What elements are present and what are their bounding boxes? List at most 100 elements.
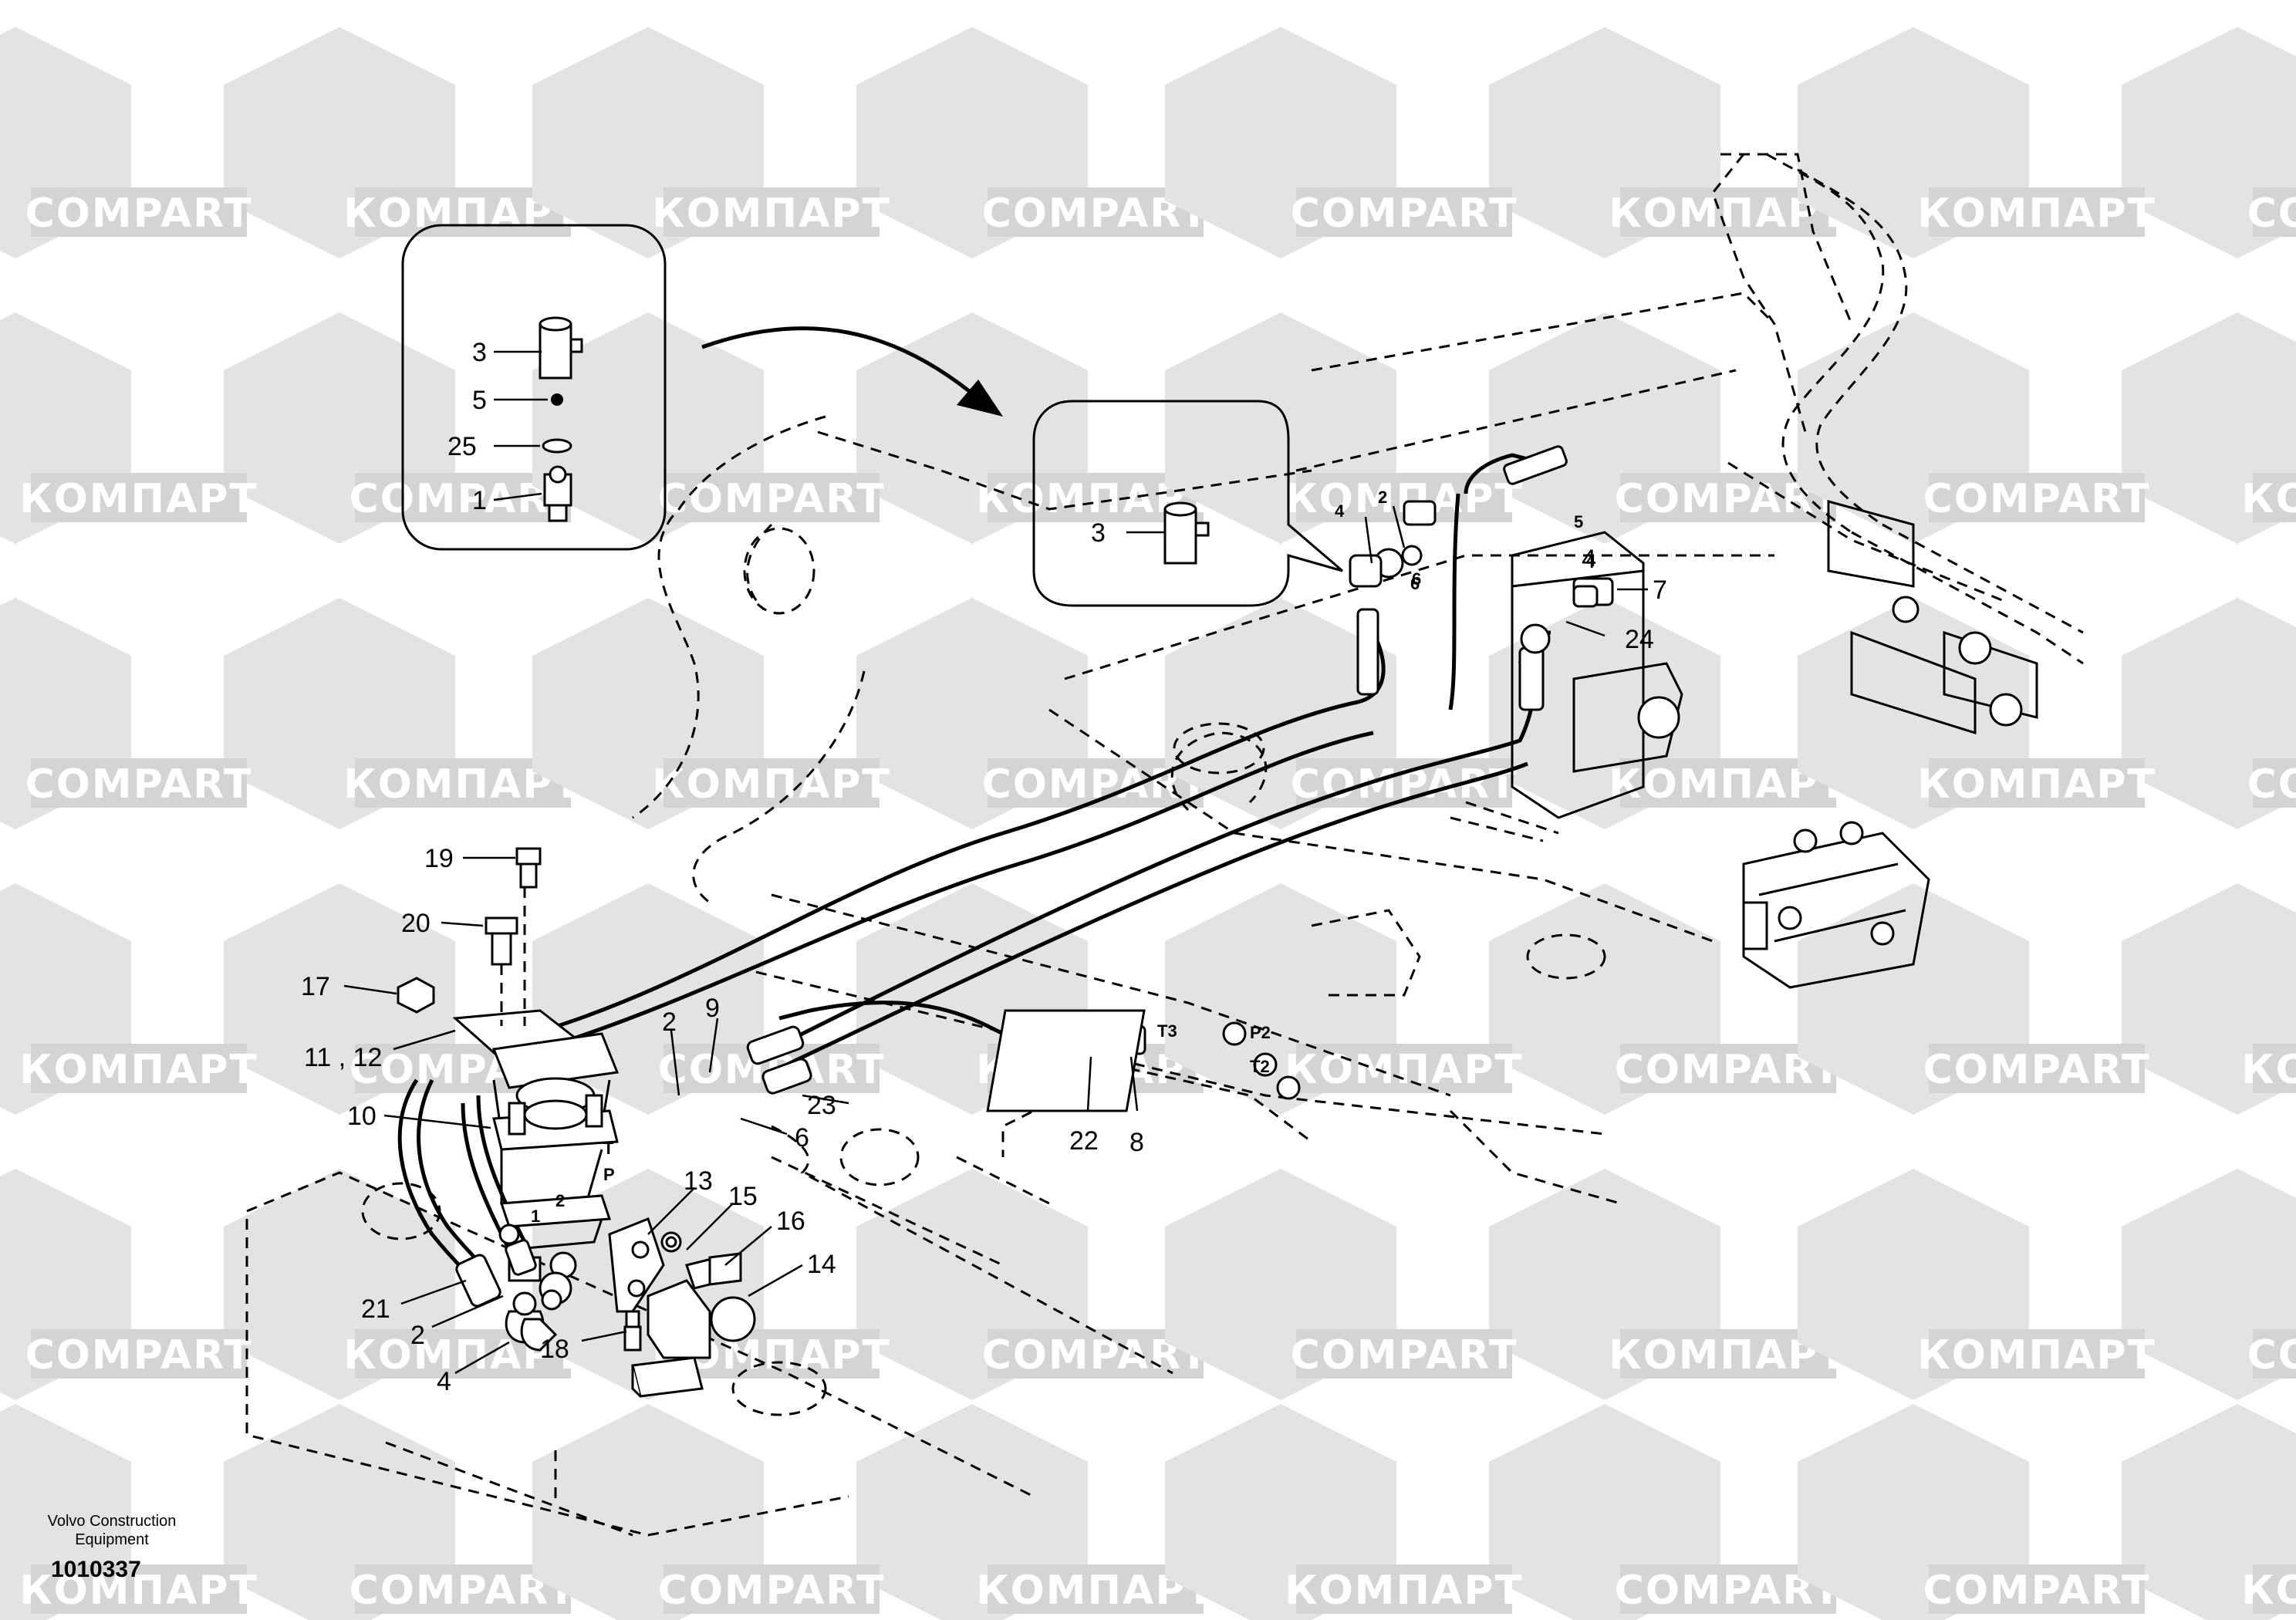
detail-callout: 3 [1091,518,1106,548]
port-label-1: 1 [531,1207,540,1226]
watermark-band [2253,187,2296,237]
part-callout: 7 [1653,575,1667,605]
part-callout: 17 [301,972,330,1001]
port-label-4: 4 [1586,551,1596,570]
watermark-text: COMPART [1923,476,2151,522]
port-label-5: 5 [1574,512,1583,532]
watermark-band [1929,1329,2145,1379]
watermark-band [2253,1564,2296,1614]
watermark-text: КОМПАРТ [1285,1568,1524,1614]
upper-right-pipes [1727,153,2084,735]
inset-callout: 3 [472,338,487,367]
inset-box-top [401,224,667,551]
watermark-band [2253,1329,2296,1379]
watermark-text: COMPART [25,1332,253,1379]
watermark-text: КОМПАРТ [2241,1047,2296,1093]
port-label-6: 6 [1412,569,1421,589]
part-callout: 4 [437,1367,451,1396]
part-callout: 2 [662,1007,677,1037]
port-label-2: 2 [555,1191,565,1210]
manufacturer-line-2: Equipment [75,1531,149,1548]
watermark-text: COMPART [1923,1047,2151,1093]
watermark-text: КОМПАРТ [652,761,891,808]
watermark-band [31,187,247,237]
watermark-band [1296,187,1512,237]
machine-outline [245,153,1853,1537]
part-callout: 2 [410,1321,425,1350]
watermark-text: КОМПАРТ [19,1568,258,1614]
manufacturer-label: Volvo Construction Equipment [31,1512,193,1549]
part-callout: 16 [776,1207,805,1236]
reference-arrow [701,326,1003,417]
watermark-band [1296,1329,1512,1379]
watermark-band [31,1564,247,1614]
watermark-band [31,1329,247,1379]
part-callout: 2 [1378,488,1387,507]
watermark-text: КОМПАРТ [1917,1332,2156,1379]
watermark-band [31,1044,247,1093]
watermark-band [1929,473,2145,522]
pedal-assembly [397,847,620,1352]
watermark-text: COMPART [25,761,253,808]
watermark-band [1929,758,2145,808]
part-callout: 18 [540,1335,569,1364]
watermark-band [31,758,247,808]
port-label-t2: T2 [1250,1057,1270,1076]
watermark-text: COMPART [25,191,253,237]
part-callout: 6 [795,1123,809,1153]
watermark-band [663,758,880,808]
watermark-text: КОМПАРТ [1285,1047,1524,1093]
watermark-layer: COMPART КОМПАРТ КОМПАРТ COMPART COMPART КОМПА… [0,27,2296,1620]
bracket-assembly [608,1217,756,1398]
watermark-text: КОМПАРТ [1917,761,2156,808]
watermark-text: COMPART [658,476,886,522]
part-callout: 4 [1335,501,1345,521]
port-labels: T P 1 2 T3 P2 T2 5 4 6 [531,512,1596,1226]
watermark-text: COMPART [1923,1568,2151,1614]
inset-callout: 1 [472,486,487,515]
inset-box-detail [1032,400,1343,607]
watermark-text: COMPART [2247,761,2296,808]
part-callout: 6 [1410,574,1420,593]
port-label-p: P [603,1165,615,1184]
port-label-t: T [603,1139,614,1158]
part-callout: 19 [424,844,454,873]
part-callout: 9 [705,994,720,1023]
part-callout: 10 [347,1102,376,1131]
part-callout: 15 [728,1182,758,1211]
control-valve-center [1450,531,1683,842]
watermark-text: COMPART [658,1568,886,1614]
fittings [746,445,1614,1112]
watermark-text: КОМПАРТ [2241,476,2296,522]
inset-callout: 25 [447,432,477,461]
part-callout: 23 [807,1091,836,1120]
watermark-band [2253,758,2296,808]
watermark-band [2253,1044,2296,1093]
watermark-band [1929,187,2145,237]
watermark-band [2253,473,2296,522]
manufacturer-line-1: Volvo Construction [47,1513,177,1530]
part-callout: 4 [1582,545,1596,574]
port-label-p2: P2 [1250,1023,1271,1042]
watermark-text: КОМПАРТ [19,476,258,522]
leader-lines [343,350,1648,1375]
watermark-band [1296,1044,1512,1093]
part-callout: 24 [1625,625,1654,654]
watermark-text: COMPART [2247,1332,2296,1379]
part-callout: 13 [684,1166,713,1196]
watermark-band [663,473,880,522]
part-callout: 21 [361,1294,390,1324]
port-label-t3: T3 [1157,1021,1177,1041]
watermark-text: COMPART [2247,191,2296,237]
watermark-text: КОМПАРТ [19,1047,258,1093]
part-callout: 22 [1069,1126,1099,1156]
valve-block-right [1742,821,1930,989]
watermark-band [1296,1564,1512,1614]
watermark-band [1929,1564,2145,1614]
part-callout: 14 [807,1250,836,1279]
part-callout: 8 [1129,1128,1144,1157]
watermark-text: КОМПАРТ [1917,191,2156,237]
watermark-band [1929,1044,2145,1093]
